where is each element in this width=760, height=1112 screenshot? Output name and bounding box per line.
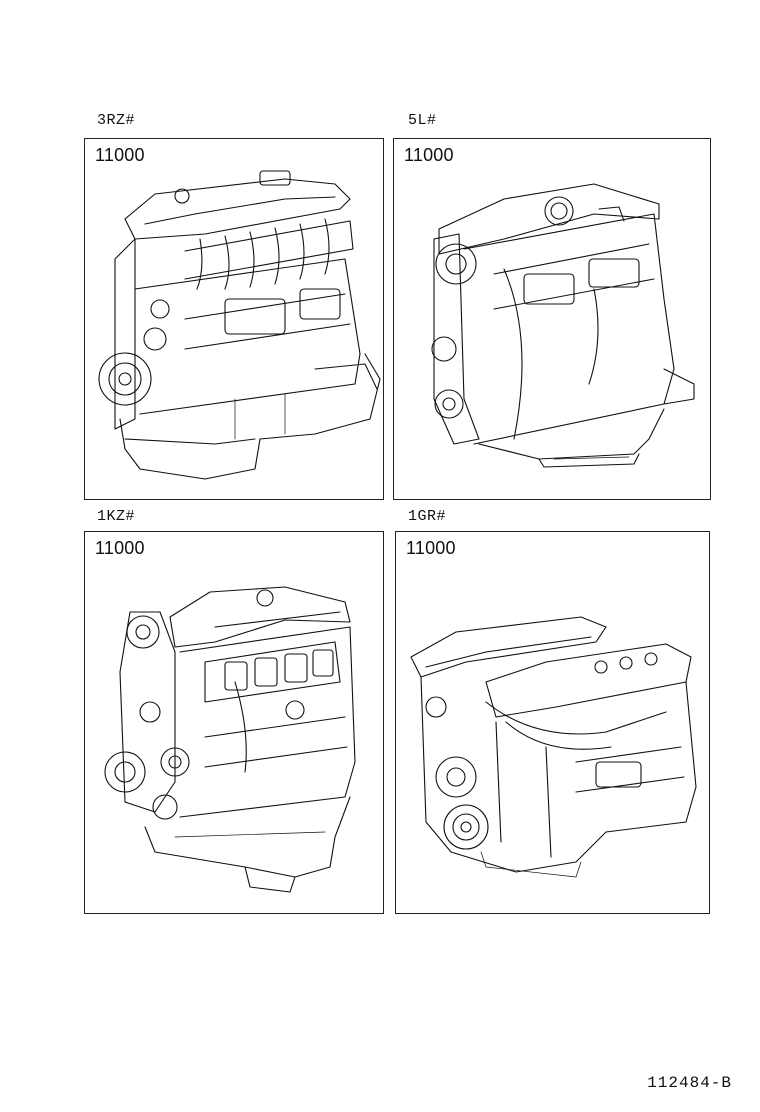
engine-1kz-illustration	[104, 586, 356, 893]
engine-code-label: 3RZ#	[97, 112, 136, 129]
engine-panel-5l[interactable]: 11000	[393, 138, 711, 500]
engine-code-label: 1GR#	[408, 508, 447, 525]
engine-panel-3rz[interactable]: 11000	[84, 138, 384, 500]
part-number[interactable]: 11000	[95, 538, 145, 558]
part-number[interactable]: 11000	[95, 145, 145, 165]
engine-panel-1gr[interactable]: 11000	[395, 531, 710, 914]
engine-code-label: 1KZ#	[97, 508, 136, 525]
engine-5l-illustration	[431, 183, 695, 468]
engine-panel-1kz[interactable]: 11000	[84, 531, 384, 914]
part-number[interactable]: 11000	[404, 145, 454, 165]
part-number[interactable]: 11000	[406, 538, 456, 558]
engine-3rz-illustration	[98, 170, 381, 480]
engine-1gr-illustration	[410, 616, 697, 878]
engine-code-label: 5L#	[408, 112, 437, 129]
illustration-code: 112484-B	[647, 1074, 732, 1092]
